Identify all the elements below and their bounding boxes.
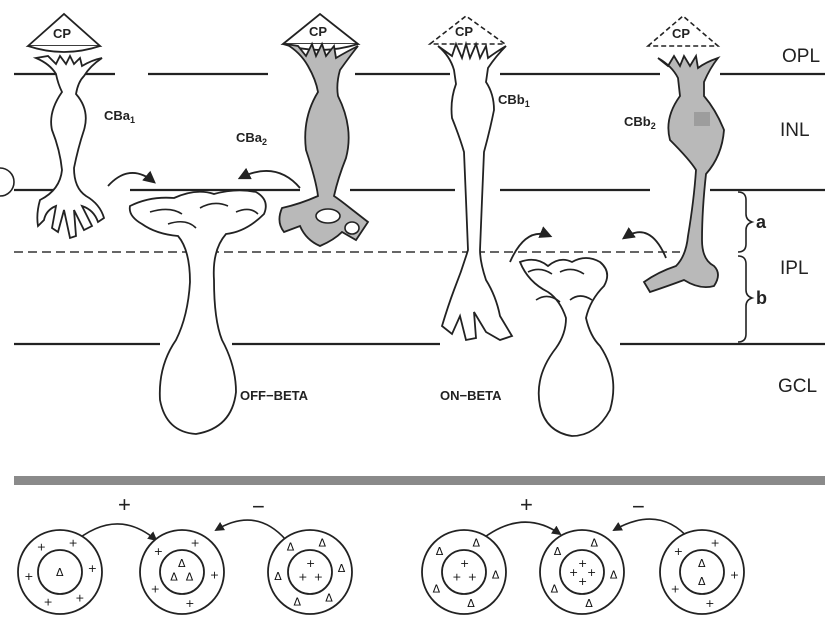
label-cbb2: CBb2 <box>624 114 656 131</box>
surround-mark: + <box>24 570 33 583</box>
sign-minus-2: − <box>632 494 645 519</box>
arrow-cba2-to-off <box>240 171 300 188</box>
center-mark: + <box>569 566 578 579</box>
cbb2-nucleus <box>694 112 710 126</box>
surround-mark: + <box>88 562 97 575</box>
surround-mark: + <box>730 569 739 582</box>
center-mark: + <box>298 571 307 584</box>
center-mark: + <box>314 571 323 584</box>
layer-label-gcl: GCL <box>778 376 817 397</box>
surround-mark: + <box>671 583 680 596</box>
label-cba2: CBa2 <box>236 130 267 147</box>
surround-mark: + <box>151 583 160 596</box>
surround-mark: + <box>674 545 683 558</box>
label-off-beta: OFF−BETA <box>240 388 309 403</box>
center-mark: Δ <box>56 566 64 579</box>
sign-minus-1: − <box>252 494 265 519</box>
label-cbb1: CBb1 <box>498 92 530 109</box>
surround-mark: Δ <box>610 569 618 582</box>
center-mark: + <box>578 557 587 570</box>
surround-mark: Δ <box>473 537 481 550</box>
surround-mark: Δ <box>492 569 500 582</box>
cba1-cell <box>36 56 104 238</box>
surround-mark: Δ <box>436 545 444 558</box>
surround-mark: + <box>44 596 53 609</box>
cone-pedicle-label-2: CP <box>309 24 327 39</box>
cbb1-cell <box>438 44 512 340</box>
surround-mark: Δ <box>274 570 282 583</box>
surround-mark: + <box>75 592 84 605</box>
surround-mark: Δ <box>325 592 333 605</box>
surround-mark: Δ <box>591 537 599 550</box>
layer-label-ipl: IPL <box>780 258 809 279</box>
center-mark: + <box>306 557 315 570</box>
layer-label-opl: OPL <box>782 46 820 67</box>
label-cba1: CBa1 <box>104 108 135 125</box>
center-mark: + <box>460 557 469 570</box>
center-mark: + <box>578 575 587 588</box>
surround-mark: Δ <box>585 597 593 610</box>
on-beta-ganglion-cell <box>520 258 613 436</box>
receptive-field-1: + + + + + + Δ <box>18 530 102 614</box>
surround-mark: Δ <box>338 562 346 575</box>
surround-mark: + <box>69 537 78 550</box>
center-mark: Δ <box>698 575 706 588</box>
surround-mark: Δ <box>294 596 302 609</box>
surround-mark: Δ <box>551 583 559 596</box>
center-mark: Δ <box>170 571 178 584</box>
surround-mark: Δ <box>433 583 441 596</box>
center-mark: Δ <box>178 557 186 570</box>
surround-mark: + <box>185 597 194 610</box>
brace-a <box>738 192 752 252</box>
surround-mark: + <box>191 537 200 550</box>
arrow-cbb2-to-on <box>624 232 666 258</box>
surround-mark: + <box>711 537 720 550</box>
brace-b <box>738 256 752 342</box>
surround-mark: + <box>154 545 163 558</box>
cone-pedicle-label-4: CP <box>672 26 690 41</box>
arrow-cbb1-to-on <box>510 234 550 262</box>
center-mark: + <box>452 571 461 584</box>
surround-mark: + <box>37 541 46 554</box>
sign-plus-1: + <box>118 492 131 517</box>
surround-mark: Δ <box>554 545 562 558</box>
layer-label-inl: INL <box>780 120 810 141</box>
cba2-terminal-hole-2 <box>345 222 359 234</box>
sign-plus-2: + <box>520 492 533 517</box>
cone-pedicle-label-1: CP <box>53 26 71 41</box>
sublamina-label-b: b <box>756 288 767 308</box>
receptive-field-2: + + + + + ΔΔΔ <box>140 530 224 614</box>
surround-mark: + <box>705 597 714 610</box>
receptive-field-panel: ++++++Δ+++++ΔΔΔΔΔΔΔΔΔ+++ΔΔΔΔΔ+++ΔΔΔΔΔ+++… <box>18 530 744 614</box>
center-mark: + <box>468 571 477 584</box>
center-mark: Δ <box>698 557 706 570</box>
receptive-field-6: + + + + + ΔΔ <box>660 530 744 614</box>
surround-mark: + <box>210 569 219 582</box>
surround-mark: Δ <box>319 537 327 550</box>
arrow-cba1-to-off <box>108 173 154 186</box>
cba2-terminal-hole <box>316 209 340 223</box>
surround-mark: Δ <box>287 541 295 554</box>
divider-bar <box>14 476 825 485</box>
label-on-beta: ON−BETA <box>440 388 502 403</box>
center-mark: + <box>587 566 596 579</box>
rf-arrow-2 <box>216 520 286 540</box>
cbb2-cell <box>644 56 724 292</box>
surround-mark: Δ <box>467 597 475 610</box>
cone-pedicle-label-3: CP <box>455 24 473 39</box>
sublamina-label-a: a <box>756 212 767 232</box>
center-mark: Δ <box>186 571 194 584</box>
